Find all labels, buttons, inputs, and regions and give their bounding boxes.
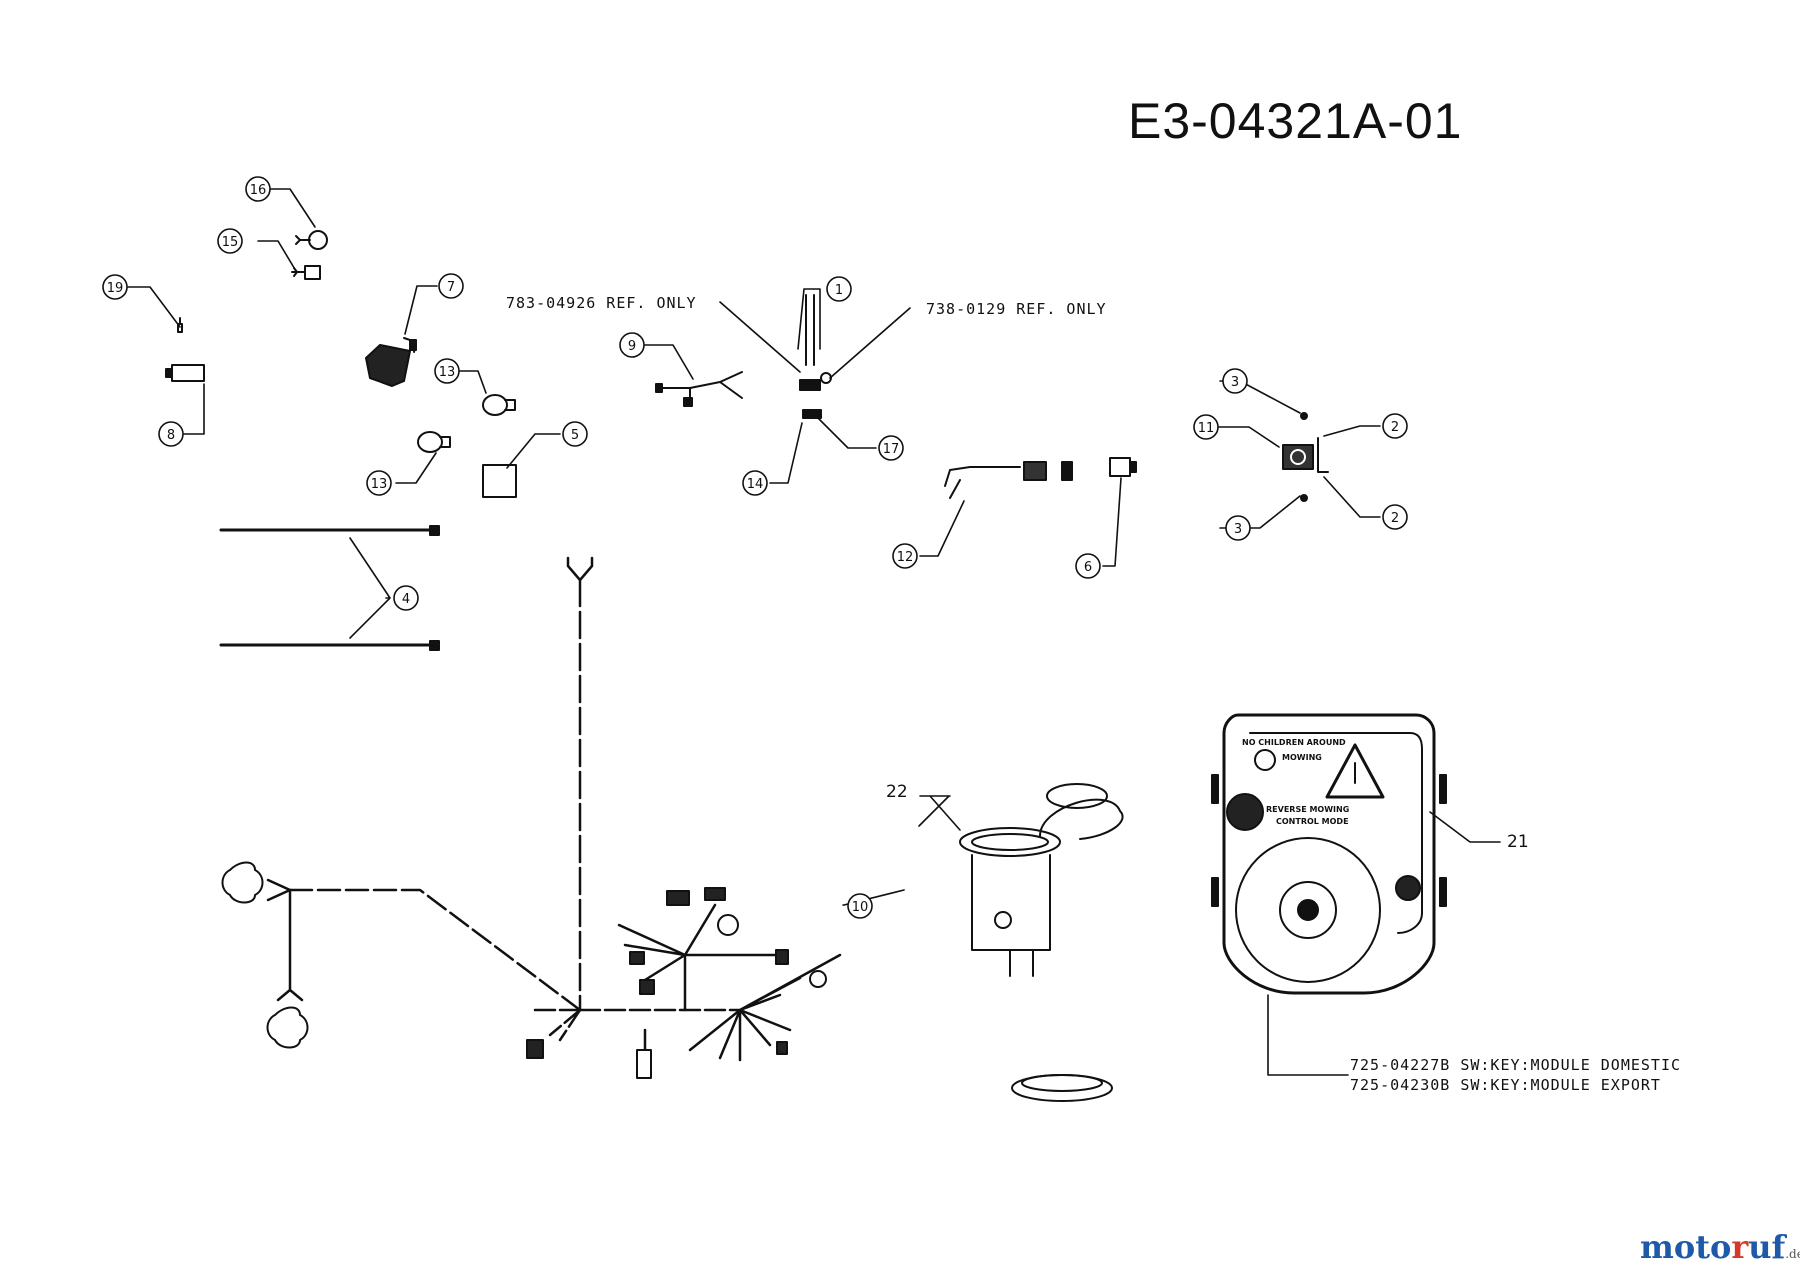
callout-21: 21: [1507, 832, 1529, 852]
panel-text-1: NO CHILDREN AROUND: [1242, 738, 1346, 747]
ref-note-right: 738-0129 REF. ONLY: [926, 300, 1107, 318]
callout-22: 22: [886, 782, 908, 802]
harness-connectors: [221, 861, 827, 1079]
callout-11: 11: [1198, 421, 1215, 436]
pad-part-5: [482, 464, 517, 498]
fuse-holder-part-1: [799, 294, 832, 419]
module-note-export: 725-04230B SW:KEY:MODULE EXPORT: [1350, 1076, 1661, 1094]
key-module-part-21: [1211, 713, 1447, 995]
ref-note-left: 783-04926 REF. ONLY: [506, 294, 697, 312]
connector-part-6: [1109, 457, 1137, 477]
power-socket-part-22: [959, 783, 1124, 1102]
callout-16: 16: [250, 183, 267, 198]
callout-4: 4: [402, 592, 410, 607]
bulb-part-13-upper: [482, 394, 516, 416]
callout-13a: 13: [439, 365, 456, 380]
relay-part-7: [365, 337, 417, 387]
key-part-16: [295, 230, 328, 250]
bulb-part-13-lower: [417, 431, 451, 453]
panel-text-4: CONTROL MODE: [1276, 817, 1349, 826]
panel-text-3: REVERSE MOWING: [1266, 805, 1349, 814]
harness-part-9: [655, 371, 743, 407]
callout-10: 10: [852, 900, 869, 915]
callout-3b: 3: [1234, 522, 1242, 537]
diagram-title: E3-04321A-01: [1128, 93, 1463, 149]
callout-13b: 13: [371, 477, 388, 492]
switch-part-11: [1282, 412, 1329, 502]
brand-logo: motoruf.de: [1640, 1228, 1800, 1266]
switch-part-8: [165, 317, 205, 382]
key-part-15: [291, 265, 321, 280]
connector-part-12: [944, 461, 1073, 499]
callout-3a: 3: [1231, 375, 1239, 390]
callout-14: 14: [747, 477, 764, 492]
callout-17: 17: [883, 442, 900, 457]
callout-1: 1: [835, 283, 843, 298]
callout-2b: 2: [1391, 511, 1399, 526]
module-note-domestic: 725-04227B SW:KEY:MODULE DOMESTIC: [1350, 1056, 1682, 1074]
tie-strap-part-4: [219, 525, 440, 651]
callout-8: 8: [167, 428, 175, 443]
callout-12: 12: [897, 550, 914, 565]
callout-circles: [102, 176, 1408, 919]
callout-7: 7: [447, 280, 455, 295]
callout-6: 6: [1084, 560, 1092, 575]
callout-5: 5: [571, 428, 579, 443]
callout-15: 15: [222, 235, 239, 250]
main-wire-harness: [266, 556, 842, 1072]
callout-9: 9: [628, 339, 636, 354]
callout-19: 19: [107, 281, 124, 296]
callout-2a: 2: [1391, 420, 1399, 435]
panel-text-2: MOWING: [1282, 753, 1322, 762]
